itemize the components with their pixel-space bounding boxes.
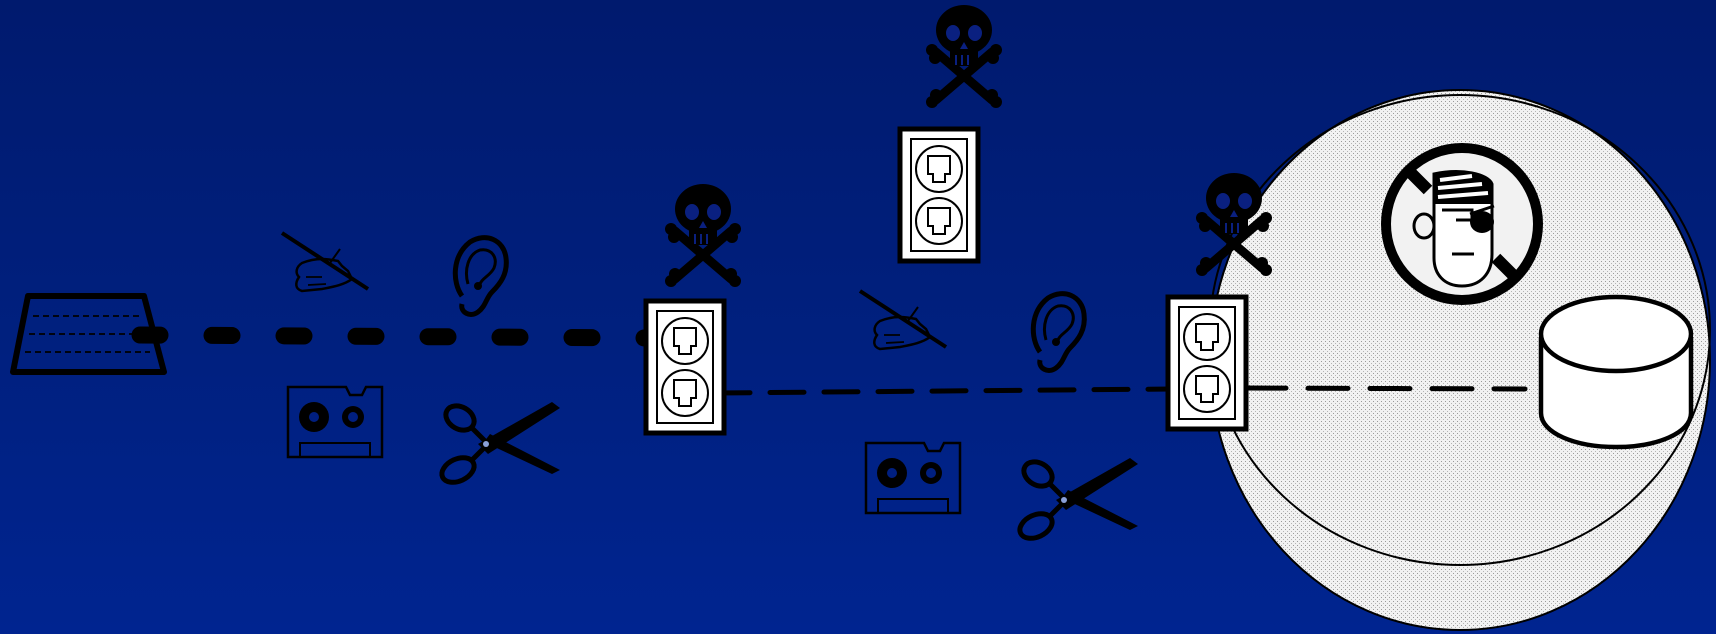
database-cylinder-icon <box>1541 297 1691 447</box>
cassette-tape-icon <box>866 443 960 513</box>
hand-writing-icon <box>282 233 368 291</box>
ear-icon <box>455 238 506 315</box>
hand-writing-icon <box>860 291 946 349</box>
ear-icon <box>1033 294 1084 371</box>
scissors-icon <box>438 401 560 487</box>
keyboard-terminal-icon <box>13 296 164 372</box>
scissors-icon <box>1016 457 1138 543</box>
skull-crossbones-icon <box>926 5 1002 108</box>
no-pirate-sign-icon <box>1386 148 1538 300</box>
network-wall-jack-icon <box>900 129 978 261</box>
network-wall-jack-icon <box>1168 297 1246 429</box>
skull-crossbones-icon <box>665 184 741 287</box>
terminal-link <box>140 335 650 338</box>
cassette-tape-icon <box>288 387 382 457</box>
network-wall-jack-icon <box>646 301 724 433</box>
jack1-jack3-link <box>716 389 1172 393</box>
